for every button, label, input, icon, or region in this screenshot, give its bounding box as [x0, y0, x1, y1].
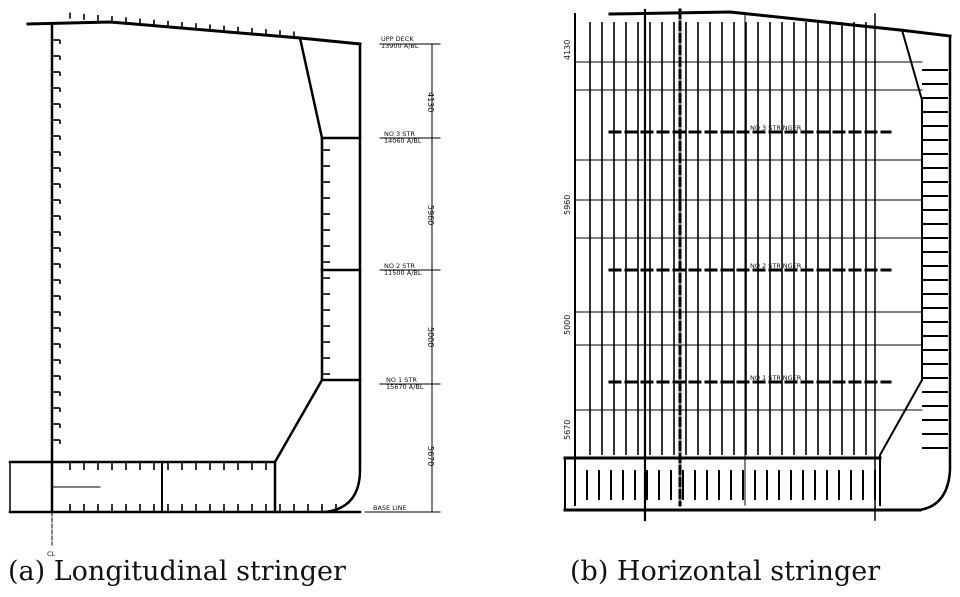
dimension-5000: 5000	[426, 327, 435, 347]
label-stringer-2: NO 2 STR	[384, 262, 415, 270]
label-upper-deck: UPP DECK	[381, 35, 414, 43]
longitudinal-stringer-drawing: UPP DECK 13900 A/BL NO 3 STR 14060 A/BL …	[8, 12, 441, 558]
label-no3-stringer: NO 3 STRINGER	[750, 124, 802, 132]
dimension-5670-b: 5670	[563, 420, 572, 440]
label-no1-stringer: NO 1 STRINGER	[750, 374, 802, 382]
caption-horizontal-stringer: (b) Horizontal stringer	[570, 556, 881, 587]
dimension-5960-b: 5960	[563, 195, 572, 215]
label-no2-stringer: NO 2 STRINGER	[750, 262, 802, 270]
label-centerline: CL	[47, 550, 56, 558]
label-base-line: BASE LINE	[373, 504, 407, 512]
label-stringer-2-sub: 11500 A/BL	[384, 269, 422, 277]
panel-longitudinal-stringer: UPP DECK 13900 A/BL NO 3 STR 14060 A/BL …	[0, 0, 470, 597]
panel-horizontal-stringer: NO 3 STRINGER NO 2 STRINGER NO 1 STRINGE…	[550, 0, 960, 597]
dimension-5960: 5960	[426, 205, 435, 225]
label-upper-deck-sub: 13900 A/BL	[381, 42, 419, 50]
label-stringer-3-sub: 14060 A/BL	[384, 137, 422, 145]
dimension-5000-b: 5000	[563, 315, 572, 335]
label-stringer-1: NO 1 STR	[386, 376, 417, 384]
dimension-5670: 5670	[426, 446, 435, 466]
horizontal-stringer-drawing: NO 3 STRINGER NO 2 STRINGER NO 1 STRINGE…	[563, 8, 952, 522]
label-stringer-1-sub: 15670 A/BL	[386, 383, 424, 391]
caption-longitudinal-stringer: (a) Longitudinal stringer	[8, 556, 346, 587]
dimension-4130-b: 4130	[563, 40, 572, 60]
label-stringer-3: NO 3 STR	[384, 130, 415, 138]
dimension-4130: 4130	[426, 92, 435, 112]
